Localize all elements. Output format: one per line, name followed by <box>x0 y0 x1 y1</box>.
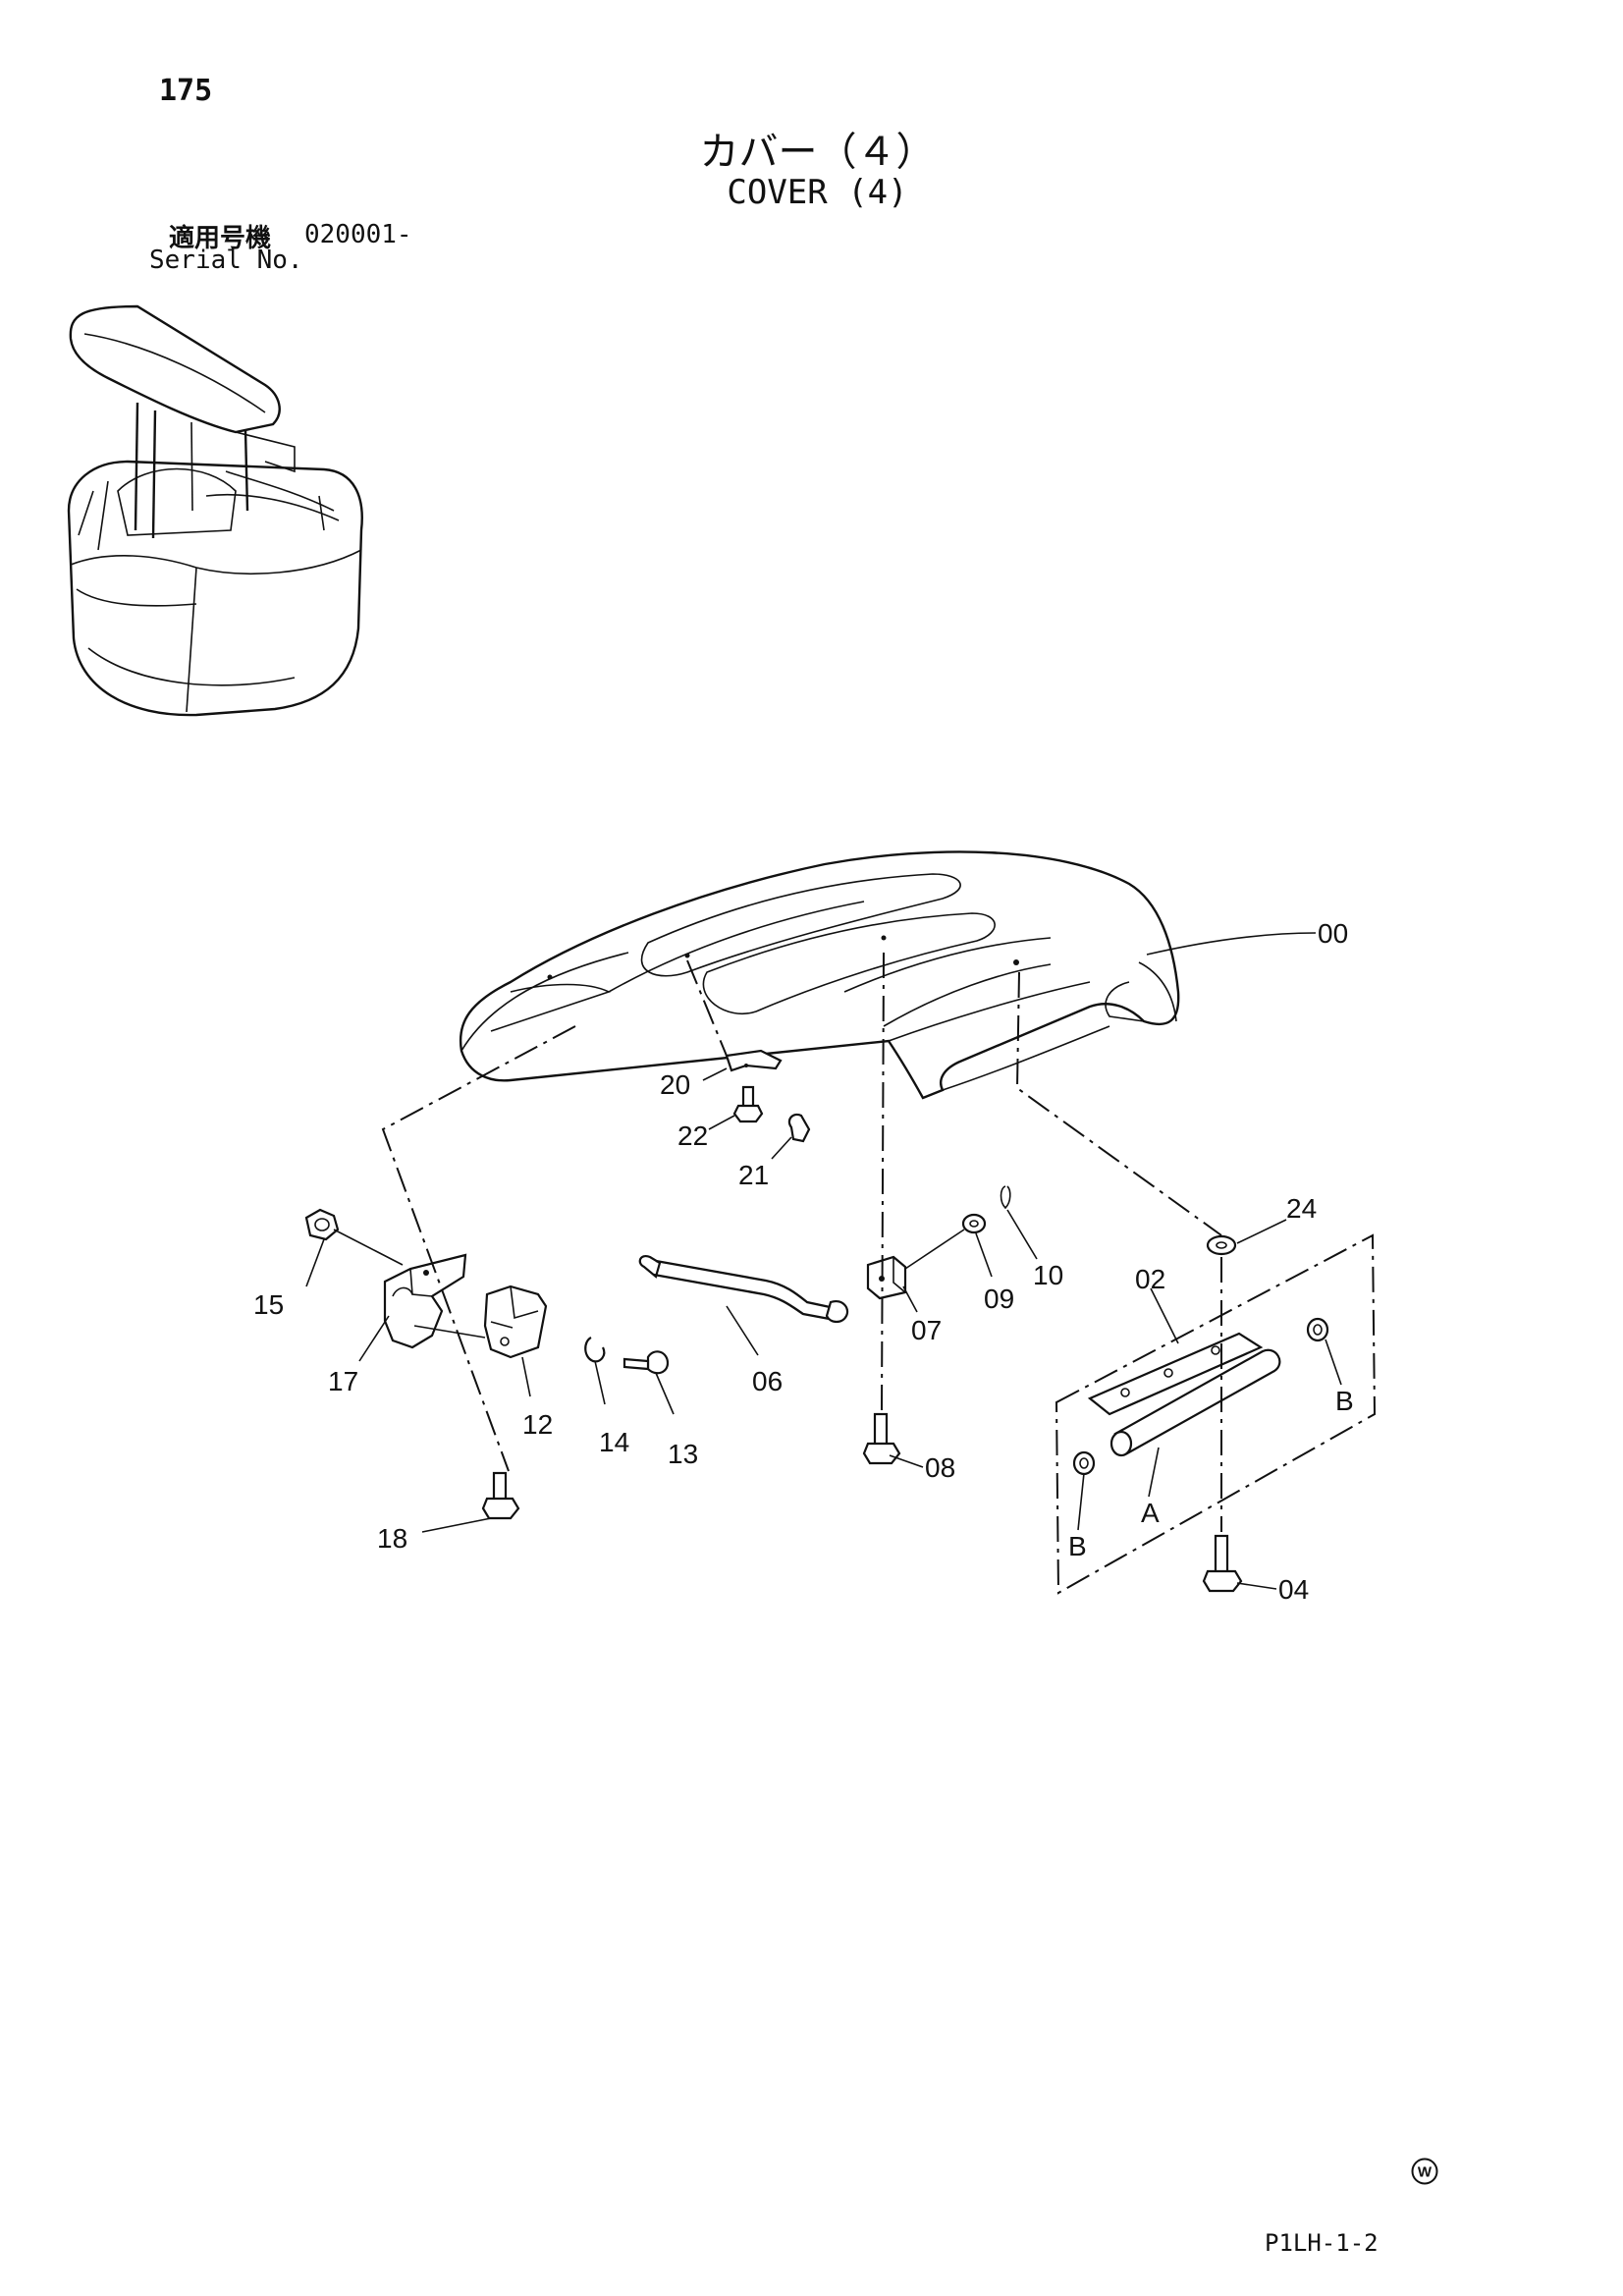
footer-mark: W <box>1418 2164 1433 2181</box>
serial-label-jp: 適用号機 <box>169 224 272 253</box>
part-17-hinge-bracket <box>383 1253 467 1349</box>
callout-21: 21 <box>738 1160 769 1190</box>
part-13-bolt <box>622 1350 670 1375</box>
serial-label-en: Serial No. <box>149 246 303 275</box>
callout-07: 07 <box>911 1315 942 1345</box>
callout-04: 04 <box>1278 1574 1309 1605</box>
part-14-ring <box>584 1337 606 1363</box>
callout-B-left: B <box>1068 1531 1087 1561</box>
page-title-jp: カバー（４） <box>699 130 936 175</box>
part-09-washer <box>961 1213 987 1234</box>
part-00-cover <box>459 850 1180 1100</box>
callout-24: 24 <box>1286 1193 1317 1224</box>
assembly-lines <box>381 952 1222 1532</box>
callout-B-right: B <box>1335 1386 1354 1416</box>
callout-A: A <box>1141 1498 1160 1528</box>
machine-overview-icon <box>67 304 363 717</box>
callout-14: 14 <box>599 1427 629 1457</box>
callout-06: 06 <box>752 1366 783 1396</box>
part-15-nut <box>304 1208 340 1241</box>
page-title-en: COVER (4) <box>727 173 908 212</box>
callout-09: 09 <box>984 1284 1014 1314</box>
callout-17: 17 <box>328 1366 358 1396</box>
callout-18: 18 <box>377 1523 407 1554</box>
part-06-rod <box>638 1255 849 1324</box>
part-02-hinge-assembly <box>1055 1233 1377 1595</box>
leader-lines <box>305 932 1342 1590</box>
callout-02: 02 <box>1135 1264 1165 1294</box>
part-12-latch <box>483 1285 548 1359</box>
part-20-bracket <box>725 1049 783 1072</box>
part-18-bolt <box>481 1471 520 1520</box>
part-24-washer <box>1206 1234 1237 1256</box>
callout-00: 00 <box>1318 918 1348 949</box>
callout-08: 08 <box>925 1452 955 1483</box>
callout-13: 13 <box>668 1439 698 1469</box>
callout-12: 12 <box>522 1409 553 1440</box>
callout-15: 15 <box>253 1289 284 1320</box>
callout-20: 20 <box>660 1069 690 1100</box>
footer-code: P1LH-1-2 <box>1265 2229 1379 2257</box>
part-04-bolt <box>1202 1534 1243 1593</box>
serial-value: 020001- <box>304 220 412 249</box>
part-07-bracket <box>866 1255 907 1300</box>
callout-labels: 00 20 22 21 15 17 12 14 13 18 06 07 09 1… <box>253 918 1354 1605</box>
part-10-pin <box>1000 1185 1011 1210</box>
part-08-bolt <box>862 1412 901 1465</box>
circled-w-icon: W <box>1411 2158 1438 2185</box>
part-21-clip <box>787 1113 811 1143</box>
callout-22: 22 <box>677 1121 708 1151</box>
part-22-bolt <box>732 1085 764 1123</box>
callout-10: 10 <box>1033 1260 1063 1290</box>
page-number: 175 <box>159 74 213 108</box>
